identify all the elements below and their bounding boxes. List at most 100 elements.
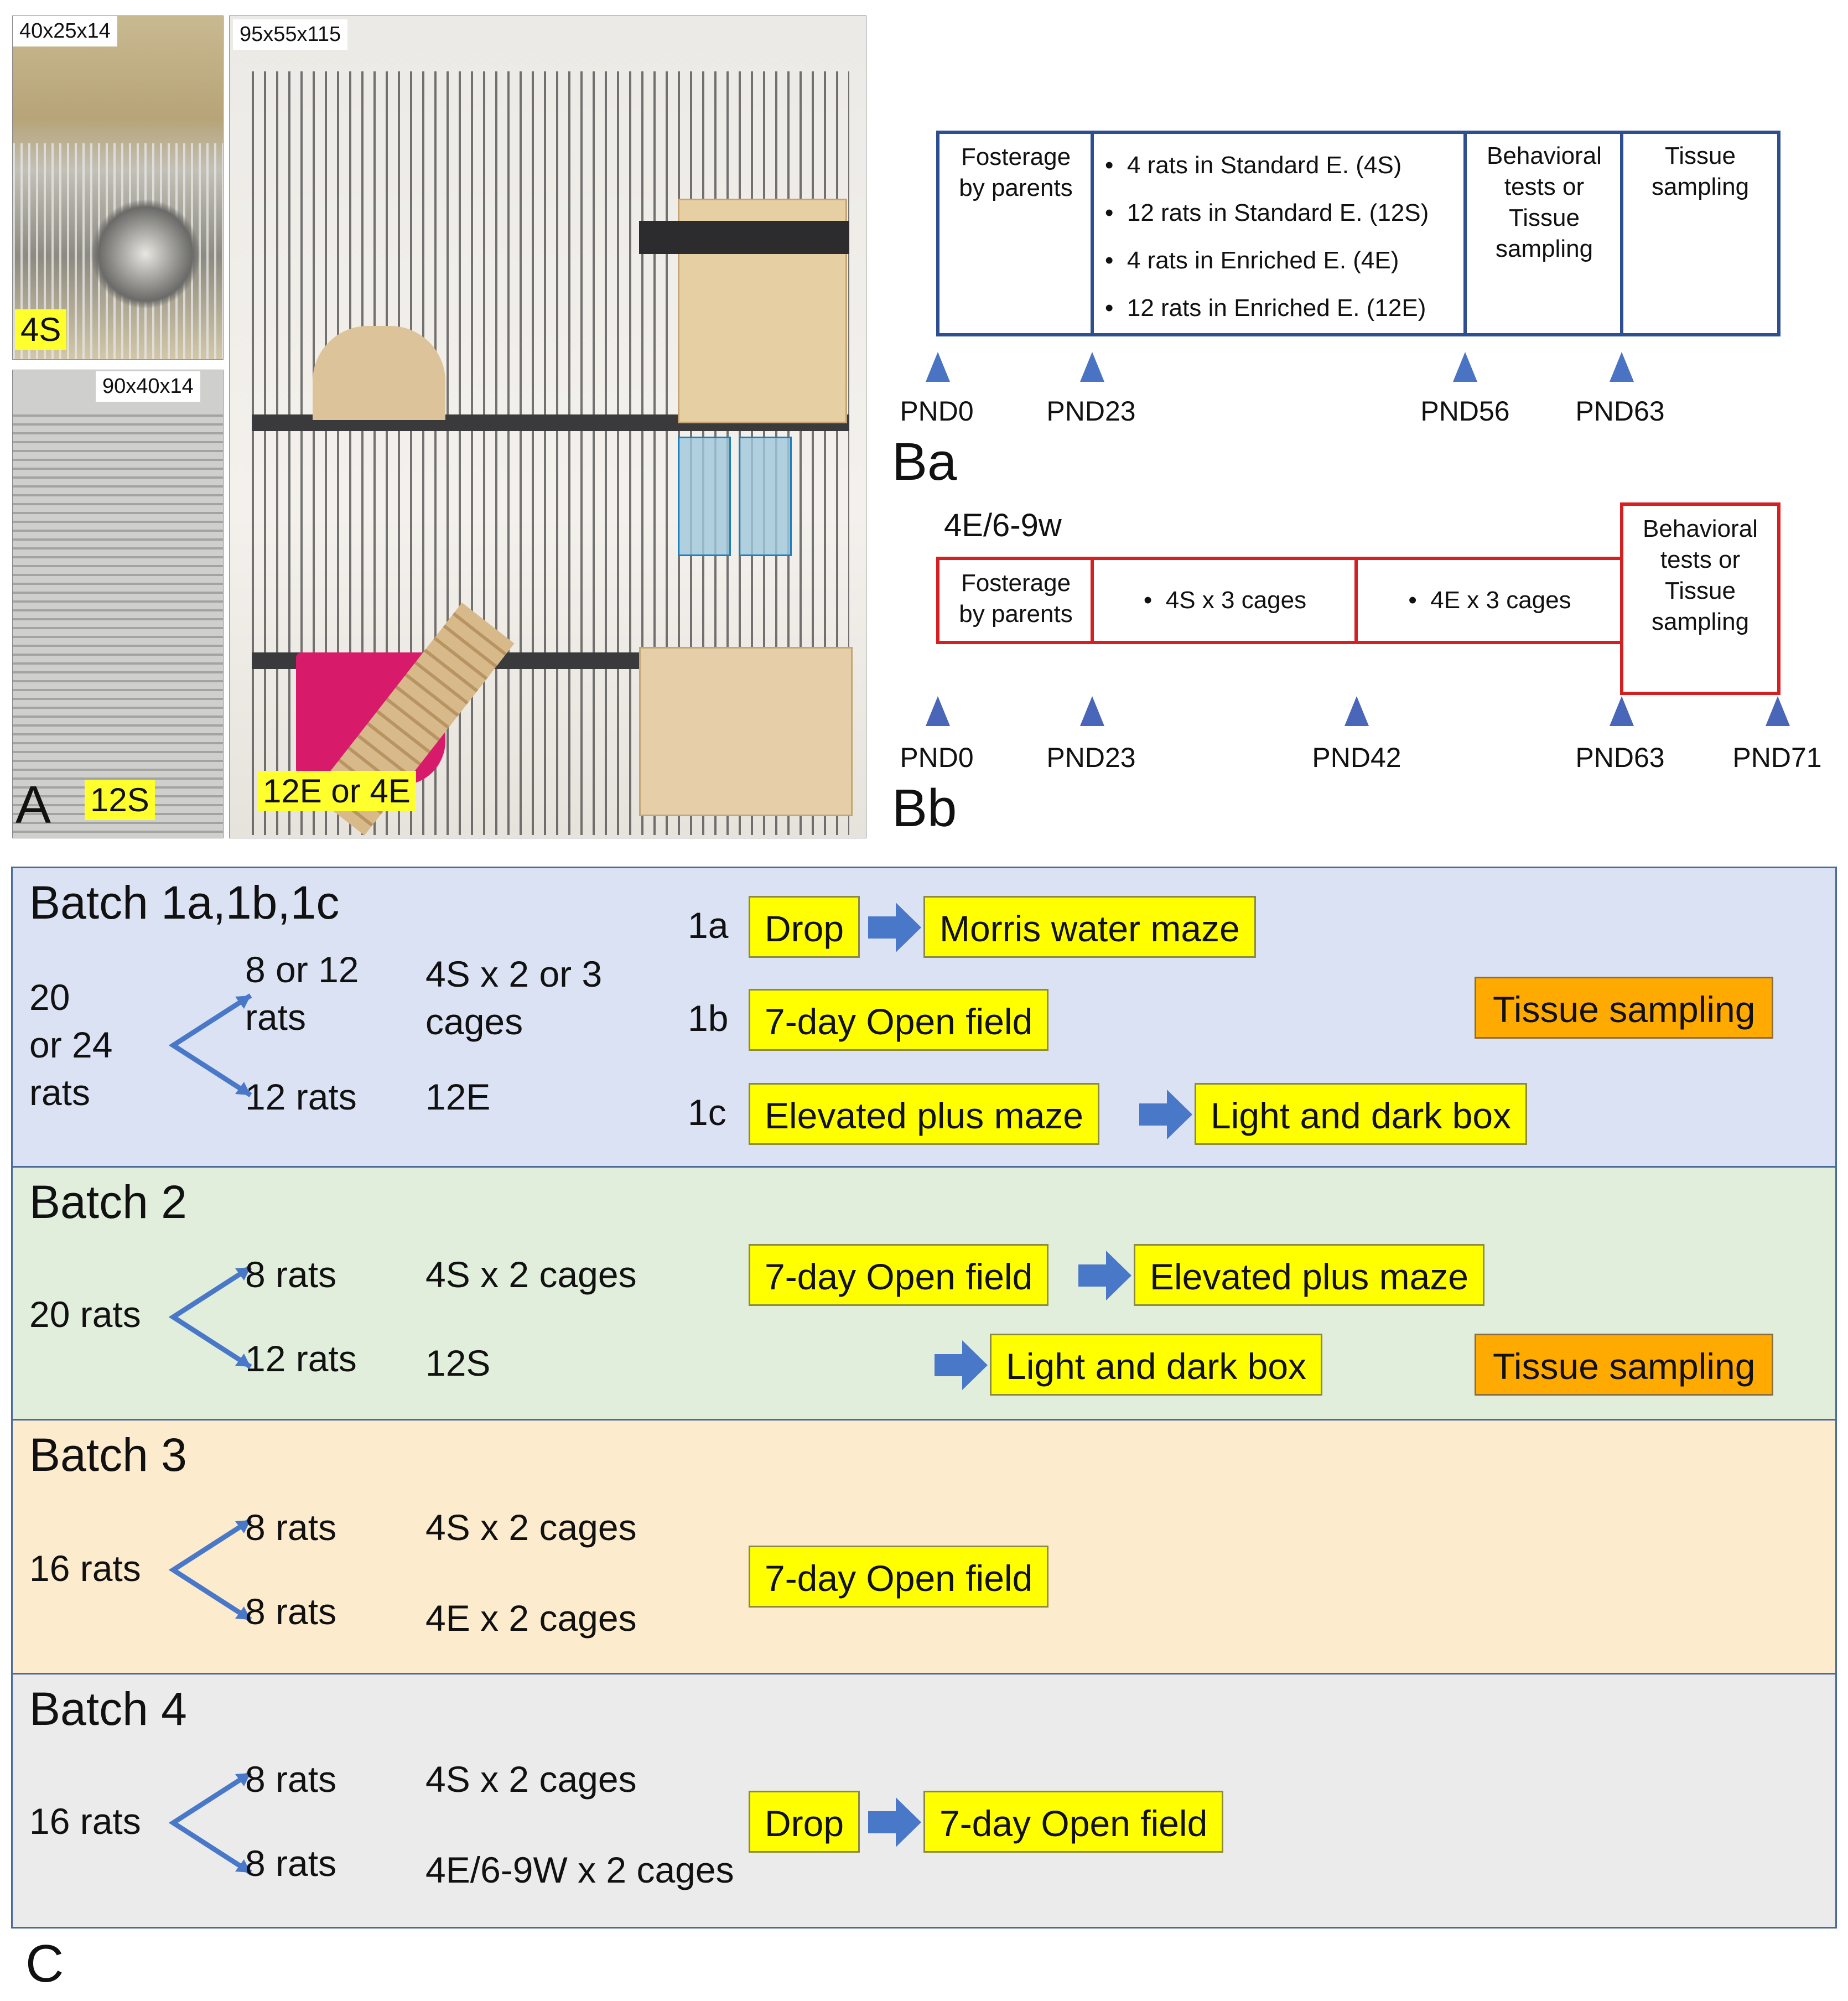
black-platform bbox=[639, 221, 849, 254]
batch-2-group-1-count: 8 rats bbox=[245, 1254, 337, 1295]
split-arrow bbox=[168, 1265, 252, 1369]
arrow-right-icon bbox=[1139, 1090, 1192, 1139]
photo-4s-cage: 40x25x14 4S bbox=[12, 15, 224, 360]
step-7-day-open-field: 7-day Open field bbox=[749, 1244, 1049, 1306]
water-bottle-2 bbox=[739, 437, 792, 556]
bb-fosterage-text: Fosterage by parents bbox=[959, 569, 1073, 628]
batch-1-total: 20 or 24 rats bbox=[29, 977, 113, 1113]
list-item: • 4 rats in Standard E. (4S) bbox=[1105, 152, 1402, 179]
bb-title: 4E/6-9w bbox=[944, 507, 1062, 543]
batch-3-group-2-count: 8 rats bbox=[245, 1591, 337, 1632]
bb-4e-text: 4E x 3 cages bbox=[1430, 587, 1571, 614]
split-arrow bbox=[168, 1771, 252, 1875]
batch-4-group-2-cage: 4E/6-9W x 2 cages bbox=[425, 1849, 734, 1890]
bb-label-pnd42: PND42 bbox=[1312, 742, 1401, 773]
panel-letter-ba: Ba bbox=[892, 432, 957, 491]
ba-marker-pnd23 bbox=[1080, 352, 1104, 382]
ba-tissue-text: Tissue sampling bbox=[1651, 142, 1750, 200]
panel-letter-a: A bbox=[15, 775, 51, 834]
bb-marker-pnd63 bbox=[1610, 696, 1634, 726]
step-drop: Drop bbox=[749, 1791, 860, 1853]
batch-3-group-1-count: 8 rats bbox=[245, 1507, 337, 1548]
step-drop: Drop bbox=[749, 896, 860, 958]
arrow-right-icon bbox=[935, 1340, 988, 1390]
ba-box-conditions: • 4 rats in Standard E. (4S) • 12 rats i… bbox=[1091, 131, 1465, 336]
water-bottle-1 bbox=[678, 437, 731, 556]
step-7-day-open-field: 7-day Open field bbox=[749, 1546, 1049, 1608]
batch-4-group-2-count: 8 rats bbox=[245, 1843, 337, 1884]
batch-4-title: Batch 4 bbox=[29, 1683, 187, 1735]
bb-box-4s: • 4S x 3 cages bbox=[1091, 557, 1356, 644]
ba-box-tissue: Tissue sampling bbox=[1620, 131, 1780, 336]
step-elevated-plus-maze: Elevated plus maze bbox=[1134, 1244, 1484, 1306]
bb-4s-text: 4S x 3 cages bbox=[1165, 587, 1307, 614]
cage-label-4s: 4S bbox=[15, 309, 67, 350]
batch-1-group-1-cage: 4S x 2 or 3 cages bbox=[425, 953, 603, 1042]
arrow-right-icon bbox=[868, 1797, 921, 1847]
step-morris-water-maze: Morris water maze bbox=[923, 896, 1256, 958]
dimension-label-4s: 40x25x14 bbox=[13, 16, 117, 46]
batch-2-panel: Batch 2 20 rats 8 rats 12 rats 4S x 2 ca… bbox=[11, 1166, 1837, 1421]
bb-label-pnd0: PND0 bbox=[900, 742, 974, 773]
ba-label-pnd0: PND0 bbox=[900, 396, 974, 427]
panel-letter-c: C bbox=[25, 1934, 64, 1993]
rat-image bbox=[90, 199, 201, 309]
batch-1-group-2-cage: 12E bbox=[425, 1076, 491, 1117]
ba-marker-pnd56 bbox=[1453, 352, 1477, 382]
bb-box-fosterage: Fosterage by parents bbox=[936, 557, 1092, 644]
wooden-box bbox=[639, 647, 853, 816]
ba-fosterage-text: Fosterage by parents bbox=[959, 143, 1073, 201]
batch-4-group-1-count: 8 rats bbox=[245, 1759, 337, 1800]
bb-behavioral-text: Behavioral tests or Tissue sampling bbox=[1643, 515, 1758, 635]
bb-marker-pnd0 bbox=[926, 696, 950, 726]
batch-4-group-1-cage: 4S x 2 cages bbox=[425, 1759, 637, 1800]
step-7-day-open-field: 7-day Open field bbox=[923, 1791, 1224, 1853]
bb-marker-pnd71 bbox=[1766, 696, 1790, 726]
ba-box-fosterage: Fosterage by parents bbox=[936, 131, 1092, 336]
step-light-and-dark-box: Light and dark box bbox=[990, 1334, 1323, 1396]
bb-label-pnd23: PND23 bbox=[1046, 742, 1136, 773]
dimension-label-12e: 95x55x115 bbox=[233, 19, 348, 50]
photo-12e-cage: 95x55x115 12E or 4E bbox=[229, 15, 866, 838]
ba-box-behavioral: Behavioral tests or Tissue sampling bbox=[1463, 131, 1622, 336]
step-elevated-plus-maze: Elevated plus maze bbox=[749, 1083, 1099, 1145]
bb-marker-pnd42 bbox=[1345, 696, 1369, 726]
batch-4-total: 16 rats bbox=[29, 1801, 141, 1842]
ba-marker-pnd63 bbox=[1610, 352, 1634, 382]
photo-12s-cage: 90x40x14 12S bbox=[12, 370, 224, 838]
cage-label-12e: 12E or 4E bbox=[257, 771, 416, 811]
tissue-sampling-box: Tissue sampling bbox=[1475, 1334, 1774, 1396]
batch-3-panel: Batch 3 16 rats 8 rats 8 rats 4S x 2 cag… bbox=[11, 1419, 1837, 1675]
list-item: • 12 rats in Enriched E. (12E) bbox=[1105, 294, 1426, 322]
batch-2-group-2-cage: 12S bbox=[425, 1342, 491, 1383]
bb-label-pnd63: PND63 bbox=[1575, 742, 1665, 773]
cage-label-12s: 12S bbox=[85, 780, 155, 820]
batch-1-group-1-count: 8 or 12 rats bbox=[245, 949, 359, 1038]
ba-label-pnd56: PND56 bbox=[1420, 396, 1510, 427]
panel-letter-bb: Bb bbox=[892, 779, 957, 838]
wooden-hut bbox=[313, 326, 445, 420]
ba-marker-pnd0 bbox=[926, 352, 950, 382]
arrow-right-icon bbox=[1078, 1251, 1131, 1300]
step-7-day-open-field: 7-day Open field bbox=[749, 989, 1049, 1051]
bb-marker-pnd23 bbox=[1080, 696, 1104, 726]
arrow-right-icon bbox=[868, 903, 921, 952]
dimension-label-12s: 90x40x14 bbox=[96, 371, 200, 402]
list-item: • 12 rats in Standard E. (12S) bbox=[1105, 199, 1429, 226]
batch-1b-label: 1b bbox=[688, 998, 729, 1039]
batch-1-title: Batch 1a,1b,1c bbox=[29, 877, 340, 929]
batch-3-group-1-cage: 4S x 2 cages bbox=[425, 1507, 637, 1548]
batch-3-title: Batch 3 bbox=[29, 1429, 187, 1481]
split-arrow bbox=[168, 1518, 252, 1622]
split-arrow bbox=[168, 993, 252, 1097]
batch-1-group-2-count: 12 rats bbox=[245, 1076, 357, 1117]
ba-condition-list: • 4 rats in Standard E. (4S) • 12 rats i… bbox=[1105, 142, 1429, 332]
batch-3-group-2-cage: 4E x 2 cages bbox=[425, 1598, 637, 1639]
bb-box-4e: • 4E x 3 cages bbox=[1354, 557, 1622, 644]
batch-2-group-1-cage: 4S x 2 cages bbox=[425, 1254, 637, 1295]
batch-1-panel: Batch 1a,1b,1c 20 or 24 rats 8 or 12 rat… bbox=[11, 867, 1837, 1168]
ba-behavioral-text: Behavioral tests or Tissue sampling bbox=[1487, 142, 1602, 262]
tissue-sampling-box: Tissue sampling bbox=[1475, 977, 1774, 1039]
bb-box-behavioral: Behavioral tests or Tissue sampling bbox=[1620, 502, 1780, 695]
batch-2-title: Batch 2 bbox=[29, 1176, 187, 1228]
